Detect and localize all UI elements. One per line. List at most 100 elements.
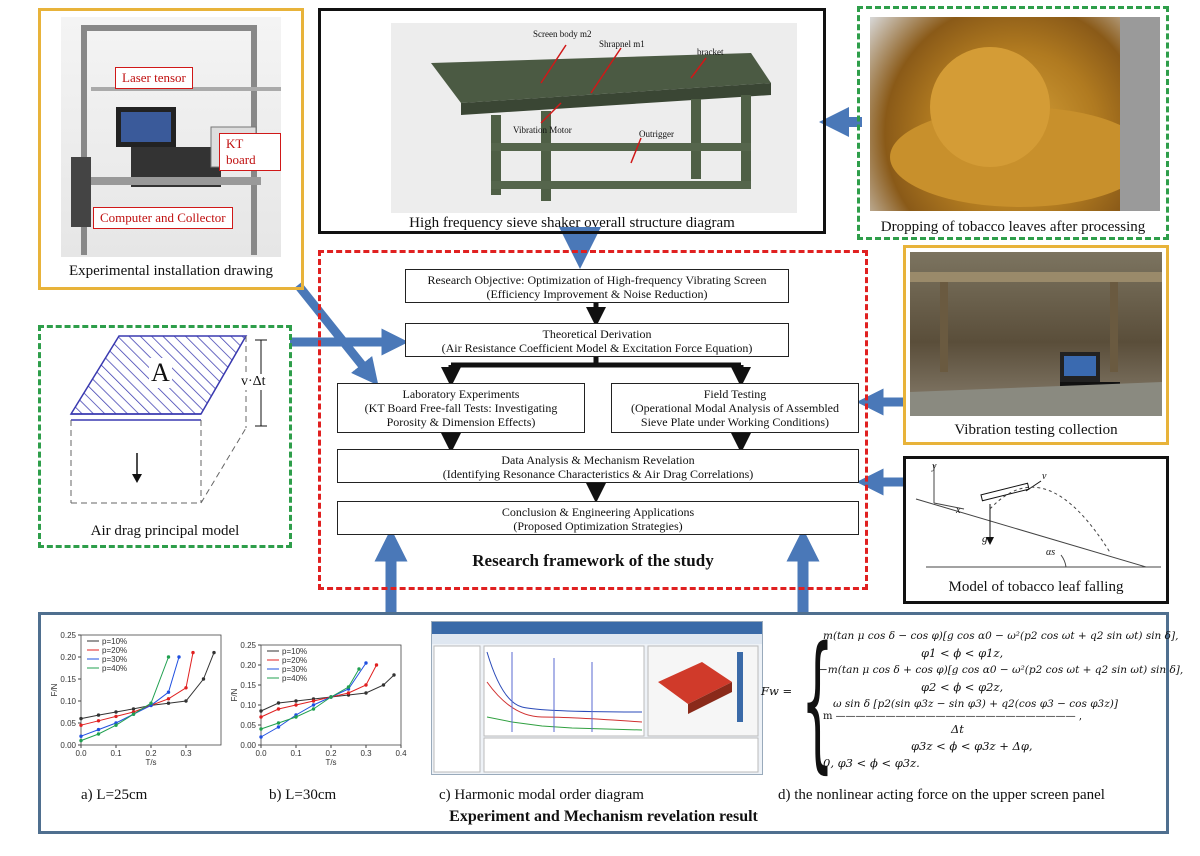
y-tick-label: 0.15 bbox=[240, 681, 256, 690]
data-point bbox=[96, 732, 101, 736]
structure-caption: High frequency sieve shaker overall stru… bbox=[409, 215, 735, 231]
data-point bbox=[346, 691, 351, 695]
installation-caption: Experimental installation drawing bbox=[68, 263, 274, 279]
label-gravity: g bbox=[982, 533, 988, 545]
legend-label: p=30% bbox=[102, 655, 127, 664]
series-line bbox=[260, 674, 395, 712]
formula-cond-1: φ1 < ϕ < φ1z, bbox=[921, 646, 1004, 660]
vibration-photo bbox=[910, 252, 1162, 416]
data-point bbox=[276, 721, 281, 725]
vibration-caption: Vibration testing collection bbox=[954, 422, 1118, 438]
data-point bbox=[79, 723, 83, 727]
box-lab: Laboratory Experiments(KT Board Free-fal… bbox=[337, 383, 585, 433]
data-point bbox=[311, 707, 316, 711]
arrow-installation-to-lab bbox=[294, 282, 379, 386]
y-tick-label: 0.10 bbox=[60, 697, 76, 706]
label-x-axis: x bbox=[956, 505, 961, 516]
data-point bbox=[184, 686, 188, 690]
formula-case-2: −m(tan μ cos δ + cos φ)[g cos α0 − ω²(p2… bbox=[819, 664, 1184, 676]
data-point bbox=[346, 685, 351, 689]
formula-case-3-den: Δt bbox=[951, 722, 964, 736]
legend-label: p=30% bbox=[282, 665, 307, 674]
label-bracket: bracket bbox=[697, 47, 724, 57]
y-tick-label: 0.25 bbox=[240, 641, 256, 650]
x-tick-label: 0.2 bbox=[325, 749, 337, 758]
y-tick-label: 0.15 bbox=[60, 675, 76, 684]
data-point bbox=[191, 650, 195, 655]
data-point bbox=[294, 699, 298, 703]
airdrag-panel: A v·Δt Air drag principal model bbox=[38, 325, 292, 548]
data-point bbox=[212, 650, 216, 655]
structure-panel: Screen body m2 Shrapnel m1 bracket Vibra… bbox=[318, 8, 826, 234]
data-point bbox=[166, 655, 171, 659]
caption-d: d) the nonlinear acting force on the upp… bbox=[778, 787, 1105, 803]
label-v-dt: v·Δt bbox=[241, 374, 266, 390]
data-point bbox=[276, 707, 281, 711]
data-point bbox=[259, 727, 263, 731]
falling-panel: y x v g αs Model of tobacco leaf falling bbox=[903, 456, 1169, 604]
data-point bbox=[311, 703, 316, 707]
y-tick-label: 0.25 bbox=[60, 631, 76, 640]
box-analysis: Data Analysis & Mechanism Revelation(Ide… bbox=[337, 449, 859, 483]
installation-photo: Laser tensor KT board Computer and Colle… bbox=[61, 17, 281, 257]
legend-label: p=20% bbox=[102, 646, 127, 655]
data-point bbox=[96, 719, 101, 723]
x-tick-label: 0.2 bbox=[145, 749, 157, 758]
framework-flow-arrows bbox=[441, 301, 751, 503]
data-point bbox=[131, 707, 136, 711]
airdrag-caption: Air drag principal model bbox=[90, 523, 240, 539]
series-line bbox=[80, 656, 169, 742]
label-laser-tensor: Laser tensor bbox=[115, 67, 193, 89]
label-shrapnel: Shrapnel m1 bbox=[599, 39, 645, 49]
formula-cond-2: φ2 < ϕ < φ2z, bbox=[921, 680, 1004, 694]
x-tick-label: 0.3 bbox=[360, 749, 372, 758]
y-tick-label: 0.20 bbox=[60, 653, 76, 662]
data-point bbox=[259, 735, 263, 739]
x-axis-label: T/s bbox=[325, 758, 336, 767]
label-y-axis: y bbox=[932, 461, 937, 472]
tobacco-photo bbox=[870, 17, 1160, 211]
structure-drawing: Screen body m2 Shrapnel m1 bracket Vibra… bbox=[391, 23, 797, 213]
x-tick-label: 0.0 bbox=[255, 749, 267, 758]
data-point bbox=[149, 701, 153, 705]
x-tick-label: 0.1 bbox=[290, 749, 302, 758]
data-point bbox=[177, 655, 181, 659]
label-vibration-motor: Vibration Motor bbox=[513, 125, 572, 135]
caption-c: c) Harmonic modal order diagram bbox=[439, 787, 644, 803]
tobacco-caption: Dropping of tobacco leaves after process… bbox=[880, 219, 1146, 235]
data-point bbox=[166, 701, 171, 705]
series-line bbox=[80, 652, 215, 720]
x-axis-label: T/s bbox=[145, 758, 156, 767]
x-tick-label: 0.0 bbox=[75, 749, 87, 758]
y-axis-label: F/N bbox=[51, 683, 59, 696]
formula-case-3-num: ω sin δ [p2(sin φ3z − sin φ3) + q2(cos φ… bbox=[833, 698, 1118, 710]
label-computer-collector: Computer and Collector bbox=[93, 207, 233, 229]
data-point bbox=[79, 734, 83, 738]
box-conclusion: Conclusion & Engineering Applications(Pr… bbox=[337, 501, 859, 535]
y-tick-label: 0.20 bbox=[240, 661, 256, 670]
box-field: Field Testing(Operational Modal Analysis… bbox=[611, 383, 859, 433]
formula-brace: { bbox=[801, 615, 834, 787]
formula-cond-3: φ3z < ϕ < φ3z + Δφ, bbox=[911, 739, 1033, 753]
framework-title: Research framework of the study bbox=[472, 551, 714, 570]
legend-label: p=40% bbox=[102, 664, 127, 673]
falling-model bbox=[915, 465, 1161, 568]
data-point bbox=[357, 667, 361, 671]
vibration-panel: Vibration testing collection bbox=[903, 245, 1169, 445]
tobacco-panel: Dropping of tobacco leaves after process… bbox=[857, 6, 1169, 240]
formula-case-3-bar: m ———————————————————————— , bbox=[823, 711, 1083, 722]
harmonic-modal-diagram bbox=[431, 621, 763, 775]
label-kt-board: KT board bbox=[219, 133, 281, 171]
data-point bbox=[374, 663, 379, 667]
y-axis-label: F/N bbox=[230, 688, 239, 701]
legend-label: p=10% bbox=[102, 637, 127, 646]
data-point bbox=[184, 699, 188, 703]
data-point bbox=[381, 683, 386, 687]
data-point bbox=[364, 683, 368, 687]
framework-panel: Research Objective: Optimization of High… bbox=[318, 250, 868, 590]
data-point bbox=[294, 703, 298, 707]
data-point bbox=[201, 677, 206, 681]
